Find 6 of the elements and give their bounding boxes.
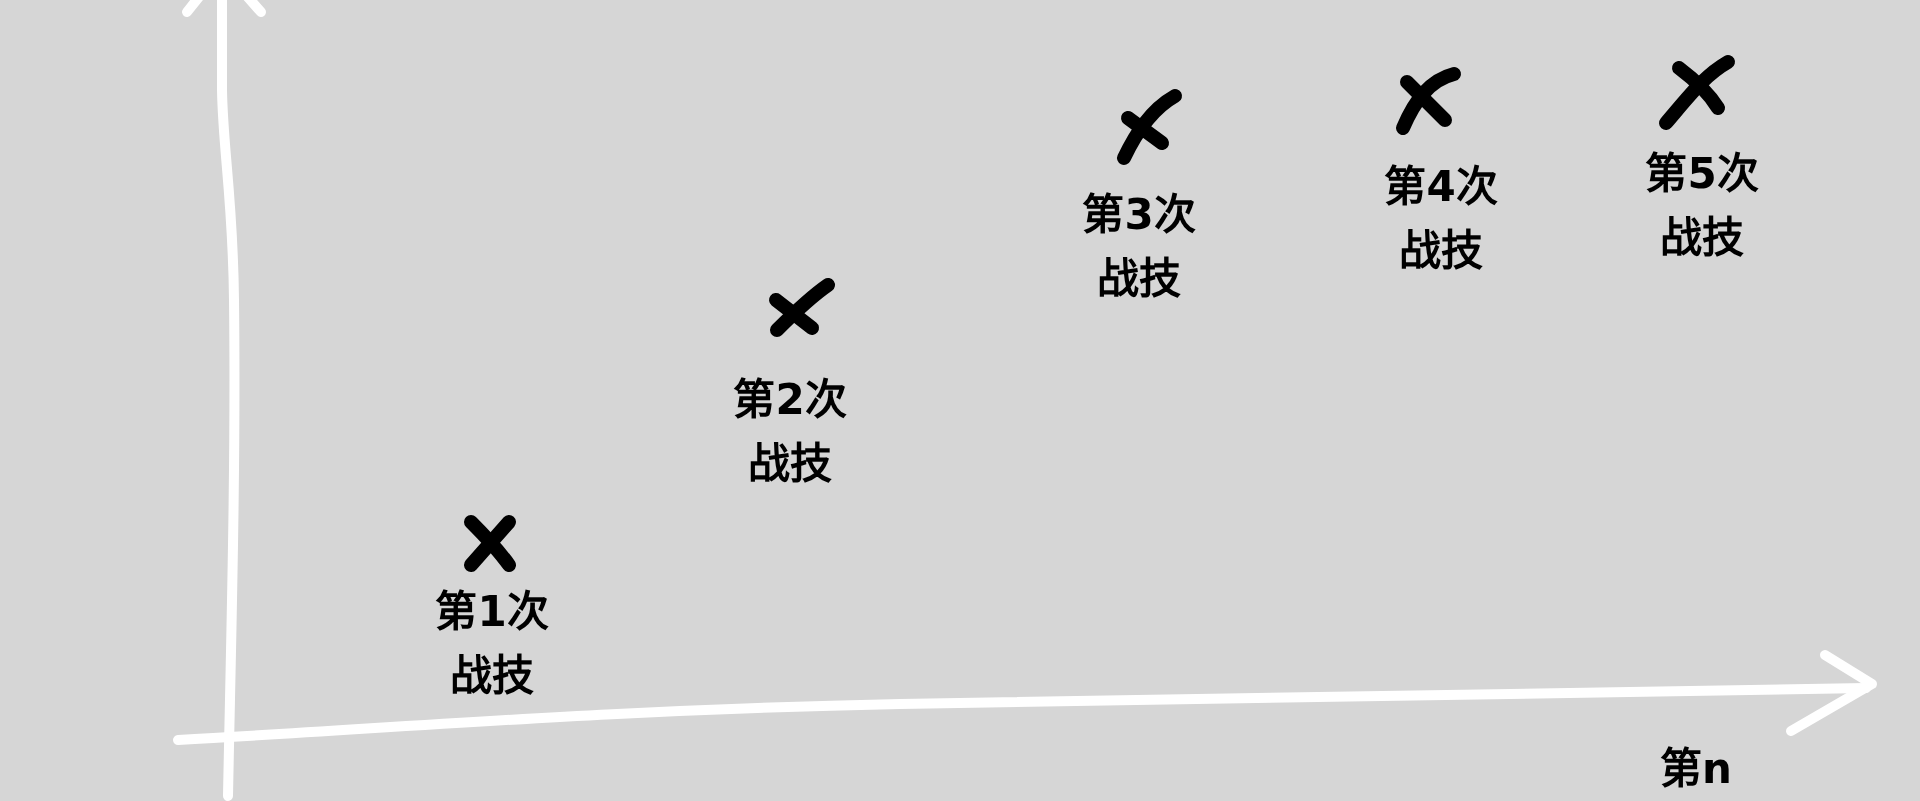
point-label: 第4次战技 <box>1383 161 1499 277</box>
point-label: 第3次战技 <box>1081 189 1197 305</box>
point-label: 第1次战技 <box>434 586 550 702</box>
point-label: 第5次战技 <box>1644 148 1760 264</box>
point-label: 第2次战技 <box>732 374 848 490</box>
axis-label: 第n <box>1660 743 1732 795</box>
